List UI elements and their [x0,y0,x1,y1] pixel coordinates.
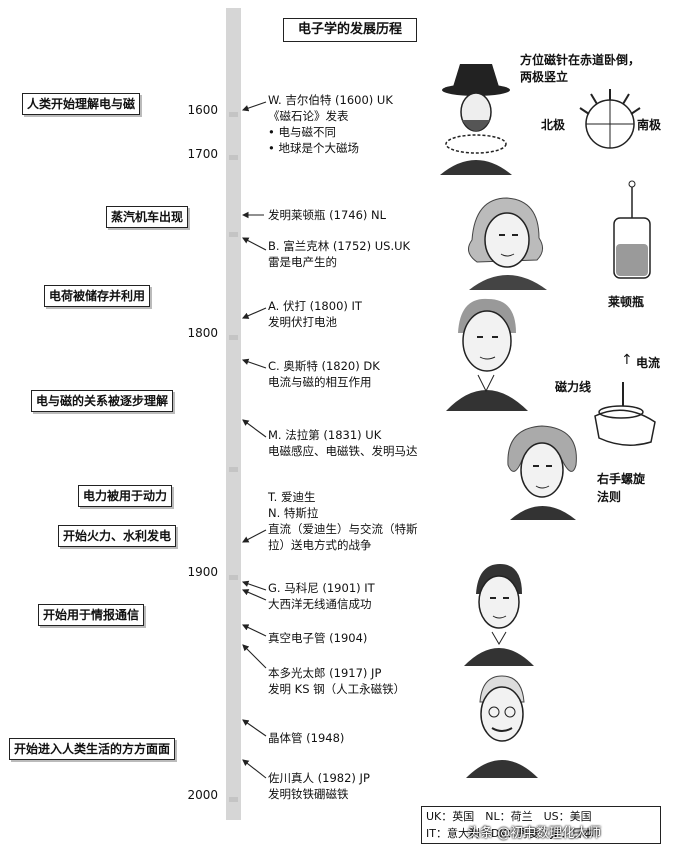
event-faraday: M. 法拉第 (1831) UK 电磁感应、电磁铁、发明马达 [268,428,418,458]
event-gilbert: W. 吉尔伯特 (1600) UK 《磁石论》发表 • 电与磁不同 • 地球是个… [268,93,393,155]
portrait-franklin [467,197,547,290]
era-box: 蒸汽机车出现 [106,206,189,228]
north-pole-label: 北极 [541,118,566,132]
event-franklin: B. 富兰克林 (1752) US.UK 雷是电产生的 [268,239,411,269]
leyden-jar-icon [613,180,651,279]
portrait-honda [466,675,538,778]
event-leyden-jar: 发明莱顿瓶 (1746) NL [268,208,387,222]
event-transistor: 晶体管 (1948) [268,731,345,745]
year-label: 1900 [187,565,218,579]
event-vacuum-tube: 真空电子管 (1904) [268,631,368,645]
year-label: 1700 [187,147,218,161]
event-marconi: G. 马科尼 (1901) IT 大西洋无线通信成功 [268,581,375,611]
event-volta: A. 伏打 (1800) IT 发明伏打电池 [268,299,362,329]
watermark: 头条 @初中数理化大师 [467,826,602,841]
timeline-axis [226,8,241,820]
event-sagawa: 佐川真人 (1982) JP 发明钕铁硼磁铁 [268,771,370,801]
portrait-volta [446,298,528,411]
compass-note: 方位磁针在赤道卧倒， 两极竖立 [520,53,641,84]
axis-tick [229,335,238,340]
era-box: 电荷被储存并利用 [44,285,151,307]
diagram-title: 电子学的发展历程 [283,18,417,42]
portrait-faraday [507,425,577,520]
era-box: 电力被用于动力 [78,485,173,507]
up-arrow-icon: ↑ [621,352,633,368]
axis-tick [229,797,238,802]
axis-tick [229,575,238,580]
event-edison-tesla: T. 爱迪生 N. 特斯拉 直流（爱迪生）与交流（特斯 拉）送电方式的战争 [268,490,418,552]
era-box: 电与磁的关系被逐步理解 [31,390,174,412]
country-legend: UK：英国 NL：荷兰 US：美国 IT：意大利 DK：丹麦 JP：日本 [421,806,661,844]
axis-tick [229,155,238,160]
axis-tick [229,467,238,472]
event-oersted: C. 奥斯特 (1820) DK 电流与磁的相互作用 [268,359,380,389]
leyden-jar-label: 莱顿瓶 [608,295,645,309]
era-box: 开始进入人类生活的方方面面 [9,738,176,760]
era-box: 开始火力、水利发电 [58,525,177,547]
magnetic-lines-label: 磁力线 [555,380,592,394]
axis-tick [229,232,238,237]
portrait-marconi [464,564,534,666]
era-box: 开始用于情报通信 [38,604,145,626]
year-label: 1800 [187,326,218,340]
right-hand-rule-label: 右手螺旋 法则 [597,472,646,504]
portrait-gilbert [440,64,512,175]
era-box: 人类开始理解电与磁 [22,93,141,115]
event-honda: 本多光太郎 (1917) JP 发明 KS 钢（人工永磁铁） [268,666,406,696]
year-label: 1600 [187,103,218,117]
globe-magnet-icon [579,89,641,149]
right-hand-icon [594,382,656,446]
current-label: 电流 [636,356,661,370]
axis-tick [229,112,238,117]
south-pole-label: 南极 [637,118,662,132]
year-label: 2000 [187,788,218,802]
